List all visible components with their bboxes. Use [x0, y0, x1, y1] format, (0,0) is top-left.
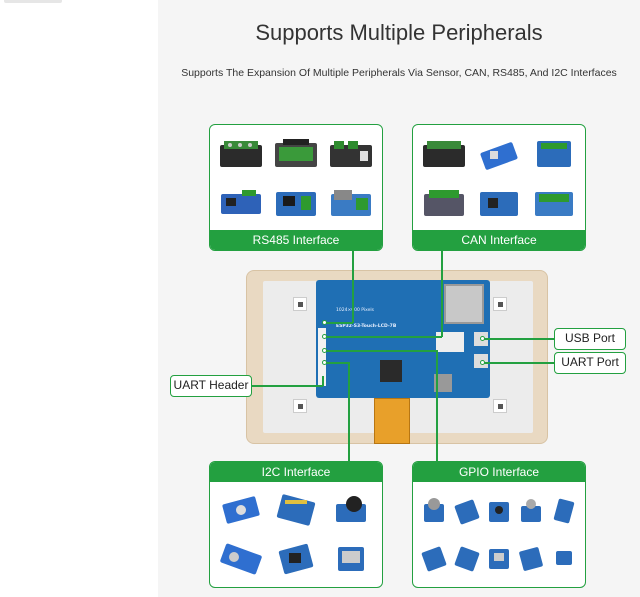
can-module-image	[530, 182, 579, 225]
i2c-module-image	[327, 537, 376, 580]
gpio-module-image	[549, 535, 579, 580]
mount-bracket	[293, 297, 307, 311]
chip	[380, 360, 402, 382]
gpio-module-image	[451, 535, 481, 580]
board-model-label: ESP32-S3-Touch-LCD-7B	[336, 324, 397, 329]
connection-point	[322, 320, 327, 325]
mount-bracket	[493, 399, 507, 413]
left-tab	[4, 0, 62, 3]
i2c-connector-line	[348, 362, 350, 462]
i2c-interface-card: I2C Interface	[209, 461, 383, 588]
gpio-module-image	[419, 535, 449, 580]
can-module-image	[530, 133, 579, 176]
can-connector-line	[326, 336, 442, 338]
rs485-module-image	[327, 133, 376, 176]
connection-point	[322, 348, 327, 353]
i2c-module-image	[271, 537, 320, 580]
rs485-module-image	[216, 182, 265, 225]
rs485-module-image	[271, 133, 320, 176]
esp32-board: 1024×600 Pixels ESP32-S3-Touch-LCD-7B	[316, 280, 490, 398]
i2c-connector-line	[326, 362, 349, 364]
i2c-interface-label: I2C Interface	[210, 462, 382, 482]
uart-port-connector-line	[484, 362, 554, 364]
can-interface-card: CAN Interface	[412, 124, 586, 251]
usb-connector-line	[484, 338, 554, 340]
gpio-module-gallery	[419, 488, 579, 579]
gpio-module-image	[451, 488, 481, 533]
gpio-module-image	[549, 488, 579, 533]
mount-bracket	[293, 399, 307, 413]
chip	[434, 374, 452, 392]
gpio-module-image	[516, 535, 546, 580]
connection-point	[322, 334, 327, 339]
can-module-image	[474, 133, 523, 176]
uart-header-tag: UART Header	[170, 375, 252, 397]
i2c-module-image	[216, 537, 265, 580]
fpc-ribbon-cable	[374, 398, 410, 444]
page-subtitle: Supports The Expansion Of Multiple Perip…	[181, 67, 617, 79]
sd-slot	[436, 332, 464, 352]
i2c-module-image	[216, 488, 265, 531]
i2c-module-image	[327, 488, 376, 531]
rs485-connector-line	[352, 251, 354, 323]
mount-bracket	[493, 297, 507, 311]
esp32-module	[444, 284, 484, 324]
can-connector-line	[441, 251, 443, 337]
gpio-module-image	[516, 488, 546, 533]
gpio-module-image	[419, 488, 449, 533]
page-title: Supports Multiple Peripherals	[255, 20, 543, 45]
rs485-module-gallery	[216, 133, 376, 224]
connection-point	[480, 336, 485, 341]
connection-point	[480, 360, 485, 365]
gpio-connector-line	[436, 350, 438, 462]
can-interface-label: CAN Interface	[413, 230, 585, 250]
uart-header-connector-line	[251, 385, 323, 387]
i2c-module-image	[271, 488, 320, 531]
rs485-module-image	[216, 133, 265, 176]
board-resolution-label: 1024×600 Pixels	[336, 308, 374, 313]
left-blank-area	[0, 0, 158, 597]
uart-port-tag: UART Port	[554, 352, 626, 374]
gpio-module-image	[484, 535, 514, 580]
gpio-module-image	[484, 488, 514, 533]
pin-header	[318, 328, 326, 386]
gpio-connector-line	[326, 350, 437, 352]
can-module-image	[419, 133, 468, 176]
can-module-image	[419, 182, 468, 225]
can-module-gallery	[419, 133, 579, 224]
rs485-module-image	[327, 182, 376, 225]
rs485-module-image	[271, 182, 320, 225]
rs485-interface-label: RS485 Interface	[210, 230, 382, 250]
uart-header-connector-line	[322, 376, 324, 386]
can-module-image	[474, 182, 523, 225]
usb-port-tag: USB Port	[554, 328, 626, 350]
connection-point	[322, 360, 327, 365]
i2c-module-gallery	[216, 488, 376, 579]
rs485-connector-line	[326, 322, 353, 324]
rs485-interface-card: RS485 Interface	[209, 124, 383, 251]
gpio-interface-label: GPIO Interface	[413, 462, 585, 482]
gpio-interface-card: GPIO Interface	[412, 461, 586, 588]
